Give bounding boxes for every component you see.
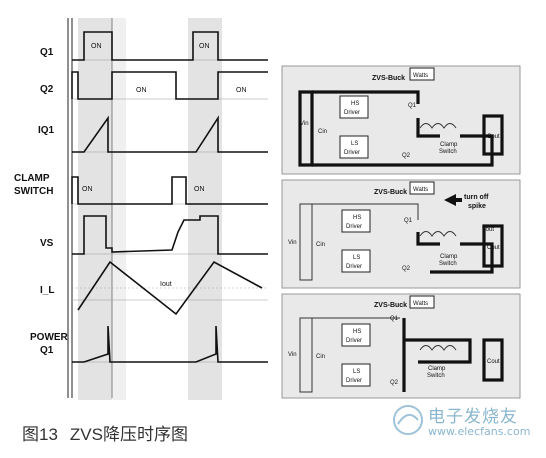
svg-text:HS: HS — [351, 101, 359, 107]
transition-band-mid — [112, 18, 126, 400]
watermark-url: www.elecfans.com — [428, 425, 531, 438]
svg-text:Driver: Driver — [346, 338, 362, 344]
signal-label-clamp: CLAMP — [14, 173, 50, 184]
svg-text:Q1: Q1 — [408, 103, 417, 109]
svg-text:Driver: Driver — [346, 224, 362, 230]
signal-label-vs: VS — [40, 238, 54, 249]
svg-text:Driver: Driver — [344, 150, 360, 156]
svg-text:Watts: Watts — [413, 73, 428, 79]
caption-title: ZVS降压时序图 — [69, 425, 188, 444]
waveform-q2: ON ON — [71, 71, 268, 100]
svg-text:Iout: Iout — [160, 281, 172, 288]
svg-text:ZVS-Buck: ZVS-Buck — [374, 302, 407, 309]
svg-text:Clamp: Clamp — [440, 142, 458, 148]
svg-text:Watts: Watts — [413, 187, 428, 193]
signal-label-switch: SWITCH — [14, 186, 53, 197]
signal-label-q2: Q2 — [40, 84, 54, 95]
elecfans-logo-icon — [393, 405, 423, 435]
svg-text:Cin: Cin — [316, 354, 325, 360]
transition-band-left — [78, 18, 112, 400]
waveform-q1: ON ON — [72, 31, 268, 61]
svg-text:Switch: Switch — [439, 261, 457, 267]
waveform-vs — [72, 215, 268, 255]
svg-text:turn off: turn off — [464, 194, 489, 201]
waveform-power-q1 — [72, 325, 268, 363]
svg-text:LS: LS — [353, 369, 360, 375]
circuit-panel-1: ZVS-Buck Watts HS Driver LS Driver Q1 Q2… — [281, 65, 521, 175]
figure-caption: 图13 ZVS降压时序图 — [22, 420, 200, 445]
svg-text:LS: LS — [351, 141, 358, 147]
signal-label-power: POWER — [30, 332, 69, 343]
svg-text:ON: ON — [136, 87, 147, 94]
svg-text:Vin: Vin — [288, 352, 297, 358]
waveform-clamp-switch: ON ON — [71, 176, 268, 205]
svg-text:Cin: Cin — [318, 129, 327, 135]
svg-text:Watts: Watts — [413, 301, 428, 307]
svg-text:LS: LS — [353, 255, 360, 261]
caption-figure-number: 图13 — [22, 425, 58, 444]
svg-text:Driver: Driver — [346, 264, 362, 270]
signal-label-il: I_L — [40, 285, 54, 296]
svg-text:Vin: Vin — [288, 240, 297, 246]
circuit-panel-3: ZVS-Buck Watts HS Driver LS Driver Q1 Q2… — [281, 293, 521, 399]
svg-text:spike: spike — [468, 203, 486, 210]
svg-text:Q1: Q1 — [404, 218, 413, 224]
svg-text:Clamp: Clamp — [440, 254, 458, 260]
svg-text:ON: ON — [194, 186, 205, 193]
svg-text:Q2: Q2 — [402, 153, 411, 159]
svg-text:Switch: Switch — [439, 149, 457, 155]
svg-text:ZVS-Buck: ZVS-Buck — [372, 75, 405, 82]
arrow-icon — [444, 194, 462, 206]
svg-text:Cout: Cout — [487, 245, 500, 251]
svg-text:ZVS-Buck: ZVS-Buck — [374, 189, 407, 196]
circuit-panel-2: ZVS-Buck Watts HS Driver LS Driver Q1 Q2… — [281, 179, 521, 289]
signal-label-iq1: IQ1 — [38, 125, 55, 136]
svg-text:Cout: Cout — [487, 134, 500, 140]
svg-text:Vin: Vin — [300, 121, 309, 127]
svg-text:Clamp: Clamp — [428, 366, 446, 372]
svg-text:Vout: Vout — [482, 227, 494, 233]
waveform-il: Iout — [72, 260, 268, 316]
svg-text:Driver: Driver — [346, 378, 362, 384]
svg-text:ON: ON — [82, 186, 93, 193]
svg-text:HS: HS — [353, 215, 361, 221]
signal-label-power-q1: Q1 — [40, 345, 54, 356]
svg-text:ON: ON — [199, 43, 210, 50]
watermark-name: 电子发烧友 — [428, 407, 518, 427]
svg-text:HS: HS — [353, 329, 361, 335]
svg-text:ON: ON — [91, 43, 102, 50]
svg-text:Q1: Q1 — [390, 316, 399, 322]
svg-text:Driver: Driver — [344, 110, 360, 116]
svg-text:ON: ON — [236, 87, 247, 94]
svg-text:Switch: Switch — [427, 373, 445, 379]
svg-text:Q2: Q2 — [390, 380, 399, 386]
waveform-iq1 — [72, 115, 268, 153]
svg-text:Cin: Cin — [316, 242, 325, 248]
signal-label-q1: Q1 — [40, 47, 54, 58]
svg-text:Q2: Q2 — [402, 266, 411, 272]
svg-text:Cout: Cout — [487, 359, 500, 365]
